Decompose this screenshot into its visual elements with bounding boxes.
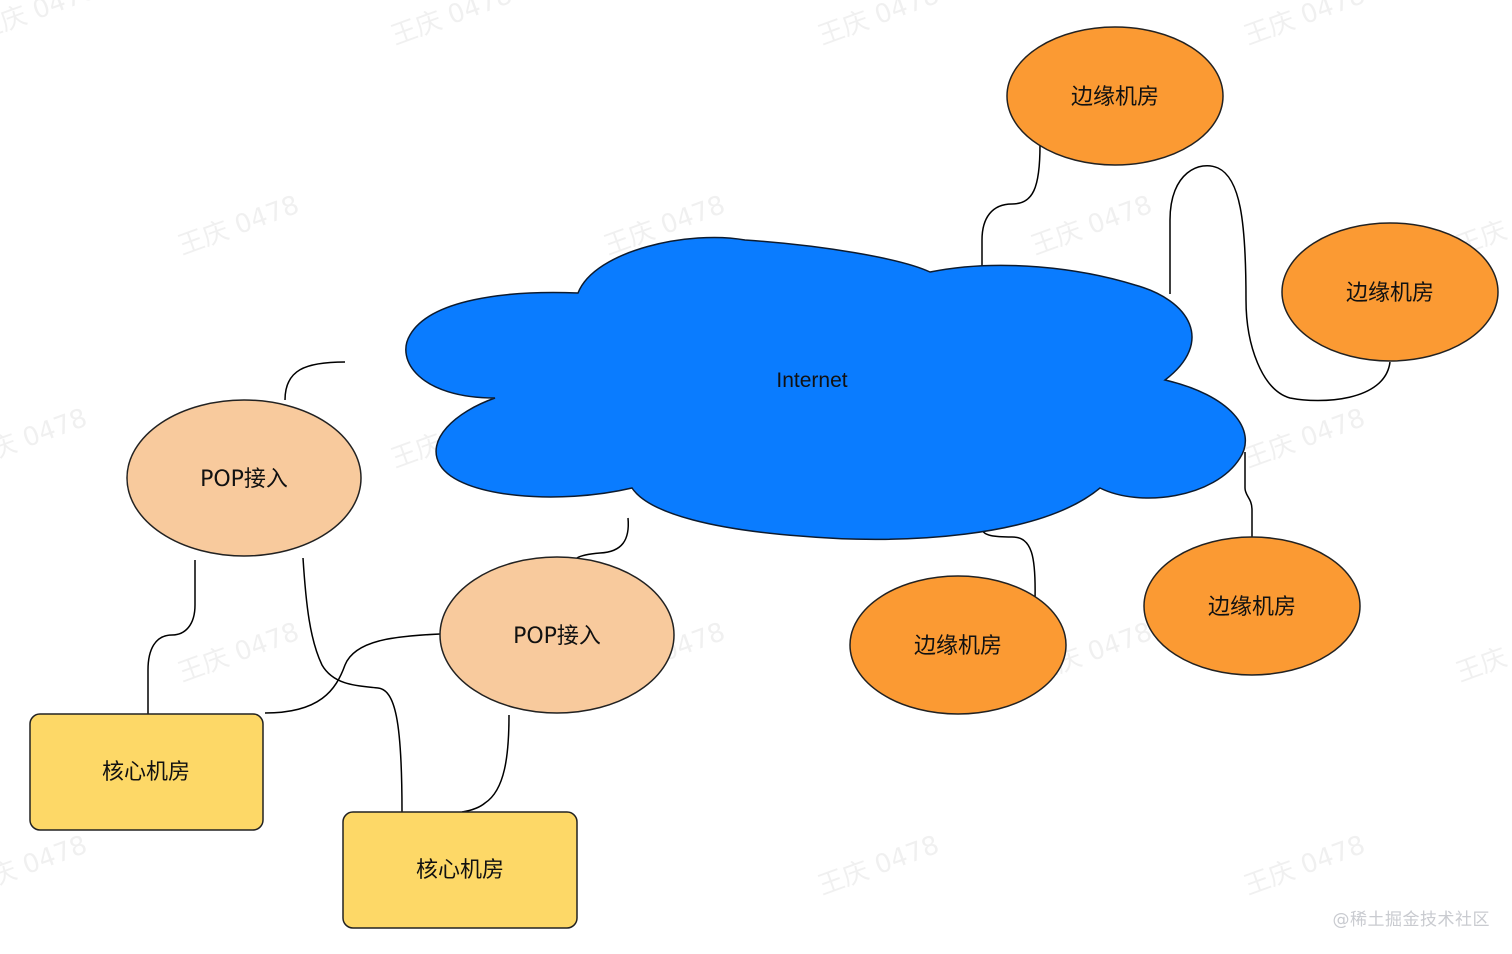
core-node-1: 核心机房 [29, 713, 264, 831]
watermark: 王庆 0478 [174, 617, 303, 688]
connector-cloud-edge-4 [1244, 452, 1253, 540]
connector-cloud-edge-2 [1169, 164, 1391, 402]
edge-label: 边缘机房 [914, 634, 1002, 659]
connector-cloud-edge-1 [981, 144, 1041, 268]
cloud-shape [405, 236, 1246, 541]
watermark: 王庆 0478 [0, 830, 91, 901]
core-node-2: 核心机房 [342, 811, 578, 929]
watermark: 王庆 0478 [1240, 0, 1369, 52]
pop-label: POP接入 [200, 467, 288, 492]
watermark: 王庆 0478 [0, 0, 101, 47]
pop-node-1: POP接入 [126, 399, 362, 557]
edge-ellipse [1143, 536, 1361, 676]
edge-node-4: 边缘机房 [1143, 536, 1361, 676]
core-label: 核心机房 [416, 858, 504, 883]
watermark: 王庆 0478 [1240, 830, 1369, 901]
connector-layer [147, 144, 1391, 813]
core-box [342, 811, 578, 929]
watermark: 王庆 0478 [814, 0, 943, 52]
watermark: 王庆 0478 [174, 190, 303, 261]
internet-cloud: Internet [405, 236, 1246, 541]
edge-ellipse [1006, 26, 1224, 166]
connector-cloud-edge-3 [981, 527, 1036, 601]
connector-cloud-pop-2 [576, 517, 630, 559]
core-box [29, 713, 264, 831]
connector-pop-2-core-2 [461, 714, 510, 813]
edge-label: 边缘机房 [1346, 281, 1434, 306]
connector-pop-1-core-1 [147, 560, 196, 715]
pop-label: POP接入 [513, 624, 601, 649]
watermark: 王庆 0478 [387, 0, 516, 52]
edge-node-1: 边缘机房 [1006, 26, 1224, 166]
edge-ellipse [849, 575, 1067, 715]
edge-node-2: 边缘机房 [1281, 222, 1499, 362]
watermark: 王庆 0478 [814, 830, 943, 901]
edge-label: 边缘机房 [1071, 85, 1159, 110]
watermark: 王庆 0478 [1240, 403, 1369, 474]
watermark: 王庆 0478 [1027, 190, 1156, 261]
connector-pop-1-core-2 [302, 557, 403, 813]
watermark: 王庆 0478 [1452, 617, 1512, 688]
pop-ellipse [439, 556, 675, 714]
pop-node-2: POP接入 [439, 556, 675, 714]
credit-watermark: @稀土掘金技术社区 [1332, 910, 1490, 930]
core-label: 核心机房 [102, 760, 190, 785]
connector-pop-2-core-1 [264, 633, 441, 714]
pop-ellipse [126, 399, 362, 557]
edge-ellipse [1281, 222, 1499, 362]
cloud-label: Internet [776, 369, 847, 392]
edge-label: 边缘机房 [1208, 595, 1296, 620]
edge-node-3: 边缘机房 [849, 575, 1067, 715]
connector-cloud-pop-1 [284, 361, 346, 401]
watermark: 王庆 0478 [0, 403, 91, 474]
